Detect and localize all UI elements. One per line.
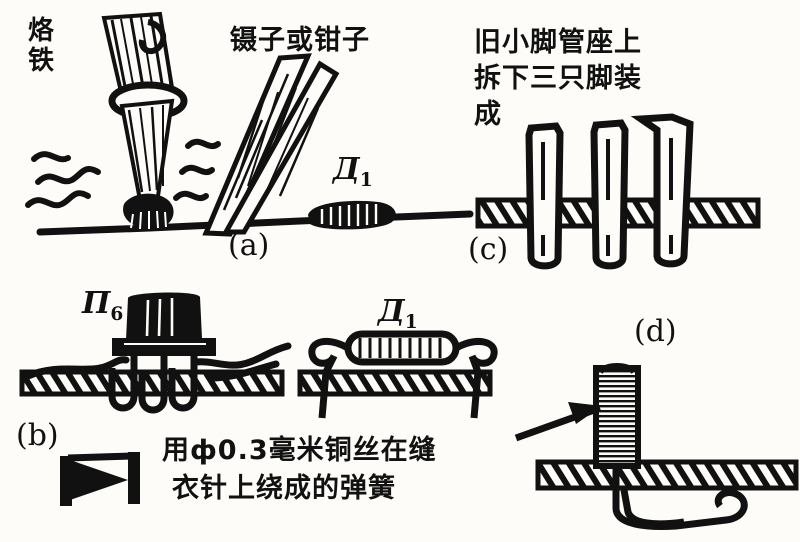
label-socket-note-line3: 成 <box>474 99 502 130</box>
soldering-iron-icon <box>101 11 188 203</box>
solder-joint-blob <box>123 193 174 230</box>
diode-b-letter: Д <box>378 294 405 329</box>
diode-body-b <box>344 330 460 366</box>
label-socket-note-line2: 拆下三只脚装 <box>474 63 642 94</box>
panel-label-a: (a) <box>228 228 270 263</box>
spring-lead-wire <box>612 466 748 530</box>
wiring-b <box>24 342 292 382</box>
label-spring-note-line1: 用ф0.3毫米铜丝在缝 <box>162 435 437 466</box>
panel-b-drawing <box>19 292 292 506</box>
socket-pin-3 <box>630 113 694 268</box>
transistor-body <box>112 292 216 356</box>
diode-a-index: 1 <box>359 170 373 191</box>
label-soldering-iron: 烙铁 <box>28 16 56 76</box>
panel-middle-drawing <box>297 330 498 419</box>
label-diode-b: Д1 <box>378 294 418 333</box>
label-diode-a: Д1 <box>333 152 373 191</box>
component-symbol-icon <box>60 452 140 506</box>
panel-d-drawing <box>514 363 799 530</box>
label-socket-note-line1: 旧小脚管座上 <box>474 27 642 58</box>
socket-pin-1 <box>525 122 564 270</box>
pointer-arrow-icon <box>514 402 602 442</box>
panel-label-b: (b) <box>16 418 59 453</box>
transistor-index: 6 <box>110 304 124 325</box>
panel-label-c: (c) <box>468 232 509 267</box>
panel-label-d: (d) <box>634 314 677 349</box>
diode-a-letter: Д <box>333 152 360 187</box>
label-transistor: П6 <box>82 286 123 325</box>
circuit-board-d <box>535 459 799 491</box>
diode-leads <box>308 337 498 419</box>
tweezers-icon <box>202 53 340 237</box>
transistor-letter: П <box>82 286 111 321</box>
diode-body-a <box>308 200 396 230</box>
label-tweezers-or-pliers: 镊子或钳子 <box>230 25 370 56</box>
circuit-board-middle <box>297 369 493 397</box>
transistor-pins <box>108 356 198 414</box>
coil-spring-icon <box>593 363 641 469</box>
heat-wave-icon <box>25 151 101 209</box>
label-spring-note-line2: 衣针上绕成的弹簧 <box>172 473 396 504</box>
diode-b-index: 1 <box>404 312 418 333</box>
panel-a-drawing <box>25 11 474 237</box>
socket-pin-2 <box>590 119 629 270</box>
heat-wave-icon-center <box>173 138 221 201</box>
panel-c-drawing <box>475 113 761 270</box>
